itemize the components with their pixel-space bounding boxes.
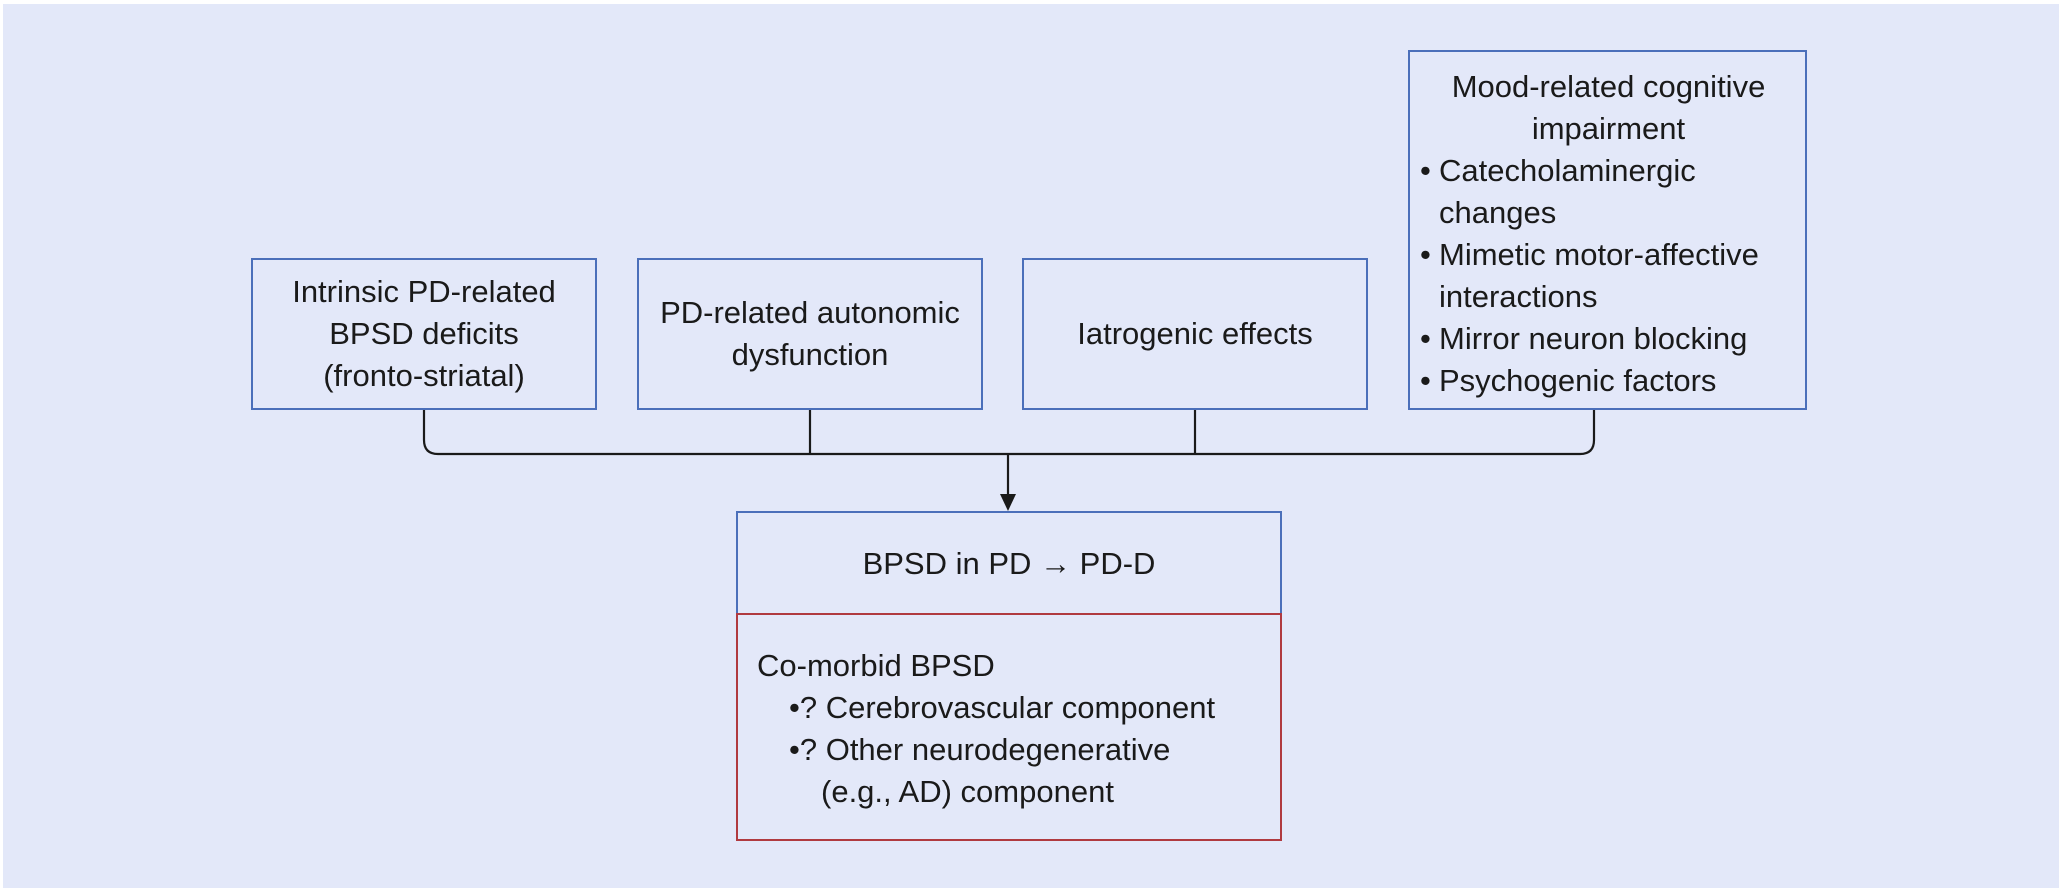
mood-title-line-2: impairment (1531, 111, 1686, 146)
mood-item-catecholaminergic: Catecholaminergic changes (1420, 150, 1797, 234)
mood-item-2-line-1: Mimetic motor-affective (1439, 237, 1759, 272)
comorbid-item-2-line-2: (e.g., AD) component (821, 774, 1114, 809)
bpsd-outcome-box: BPSD in PD → PD-D (736, 511, 1282, 615)
autonomic-line-1: PD-related autonomic (660, 295, 960, 330)
mood-title-line-1: Mood-related cognitive (1451, 69, 1766, 104)
comorbid-item-neurodegenerative: •? Other neurodegenerative (e.g., AD) co… (789, 729, 1280, 813)
iatrogenic-effects-box: Iatrogenic effects (1022, 258, 1368, 410)
autonomic-line-2: dysfunction (731, 337, 889, 372)
comorbid-item-2-line-1: •? Other neurodegenerative (789, 732, 1171, 767)
comorbid-item-1: •? Cerebrovascular component (789, 690, 1216, 725)
bracket-connector (422, 410, 1596, 456)
mood-item-3-line-1: Mirror neuron blocking (1439, 321, 1748, 356)
intrinsic-line-2: BPSD deficits (329, 316, 519, 351)
bpsd-outcome-label: BPSD in PD → PD-D (862, 546, 1156, 581)
intrinsic-pd-box: Intrinsic PD-related BPSD deficits (fron… (251, 258, 597, 410)
mood-item-2-line-2: interactions (1439, 279, 1598, 314)
comorbid-item-cerebrovascular: •? Cerebrovascular component (789, 687, 1280, 729)
comorbid-list: •? Cerebrovascular component •? Other ne… (757, 687, 1280, 813)
comorbid-bpsd-box: Co-morbid BPSD •? Cerebrovascular compon… (736, 613, 1282, 841)
mood-item-1-line-2: changes (1439, 195, 1557, 230)
mood-item-1-line-1: Catecholaminergic (1439, 153, 1696, 188)
mood-title: Mood-related cognitive impairment (1420, 66, 1797, 150)
mood-item-mirror-neuron: Mirror neuron blocking (1420, 318, 1797, 360)
mood-item-psychogenic: Psychogenic factors (1420, 360, 1797, 402)
comorbid-title: Co-morbid BPSD (757, 648, 995, 683)
mood-list: Catecholaminergic changes Mimetic motor-… (1420, 150, 1797, 402)
arrowhead-icon (1000, 494, 1016, 511)
intrinsic-line-3: (fronto-striatal) (323, 358, 525, 393)
mood-item-4-line-1: Psychogenic factors (1439, 363, 1717, 398)
mood-related-box: Mood-related cognitive impairment Catech… (1408, 50, 1807, 410)
iatrogenic-line-1: Iatrogenic effects (1077, 316, 1313, 351)
mood-item-mimetic: Mimetic motor-affective interactions (1420, 234, 1797, 318)
autonomic-dysfunction-box: PD-related autonomic dysfunction (637, 258, 983, 410)
intrinsic-line-1: Intrinsic PD-related (292, 274, 556, 309)
